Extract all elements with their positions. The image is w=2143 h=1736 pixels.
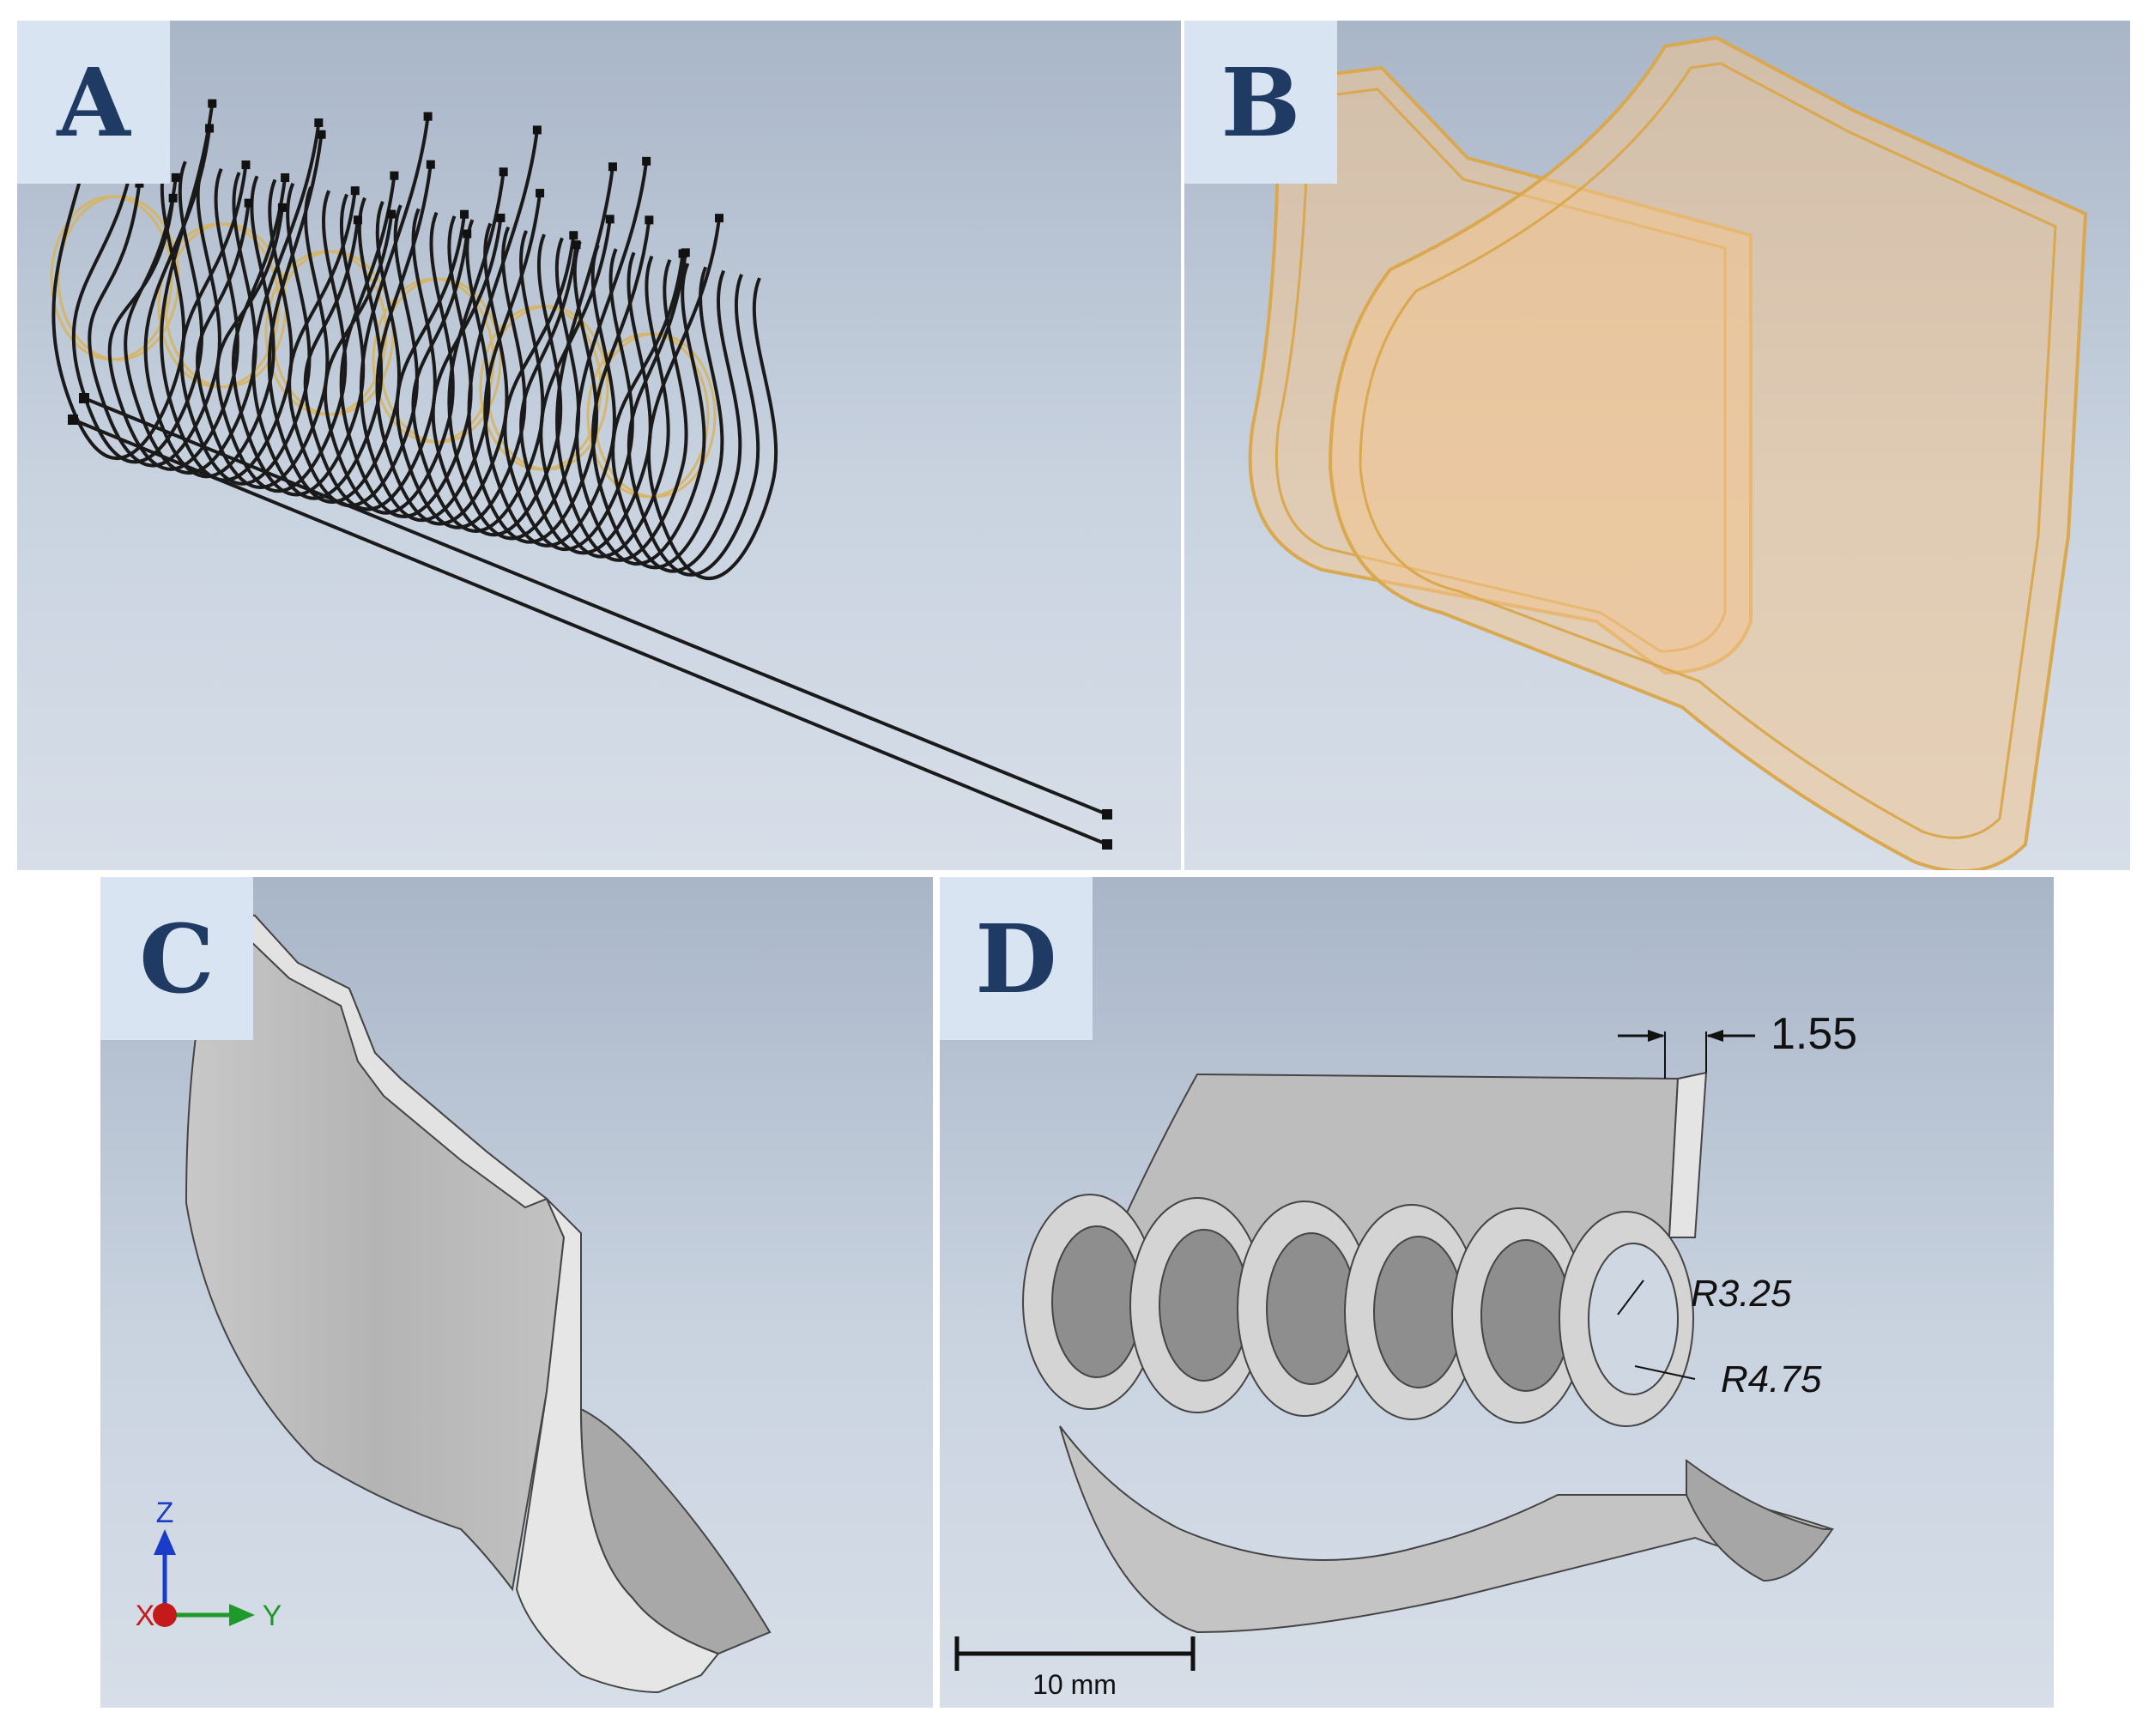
- spline-endpoint: [205, 124, 215, 133]
- x-axis-dot-icon: [153, 1603, 177, 1627]
- profile-spline: [195, 186, 330, 489]
- shell-with-rings-model: 1.55 R3.25 R4.75 10 mm: [954, 1009, 1857, 1700]
- profile-spline: [519, 244, 652, 555]
- solid-shell-model: Z X Y: [136, 910, 772, 1694]
- panel-a-label-box: A: [17, 21, 170, 184]
- inner-radius-dimension: R3.25: [1691, 1273, 1792, 1315]
- spline-endpoint: [569, 231, 578, 240]
- ring-bore: [1159, 1229, 1250, 1382]
- rail-endpoint: [1102, 809, 1112, 820]
- spline-endpoint: [353, 215, 362, 225]
- axis-triad: Z X Y: [136, 1497, 282, 1632]
- outer-radius-dimension: R4.75: [1721, 1358, 1822, 1400]
- scale-bar: 10 mm: [954, 1636, 1196, 1700]
- panel-c-label: C: [139, 903, 215, 1014]
- profile-spline: [375, 164, 509, 526]
- surface-front: [1328, 35, 2088, 870]
- lofted-surfaces: [1248, 35, 2088, 870]
- spline-endpoint: [171, 172, 180, 182]
- spline-endpoint: [608, 162, 617, 172]
- scale-bar-label: 10 mm: [1032, 1669, 1117, 1700]
- profile-spline: [231, 177, 366, 497]
- spline-wireframe: [50, 68, 1112, 850]
- profile-spline: [71, 136, 203, 464]
- panel-a-label: A: [57, 46, 130, 158]
- spline-endpoint: [605, 215, 614, 224]
- spline-endpoint: [208, 99, 217, 108]
- spline-endpoint: [642, 156, 651, 166]
- shell-top-edge: [218, 910, 548, 1209]
- spline-endpoint: [645, 215, 654, 225]
- rail-line: [72, 418, 1108, 846]
- rail-endpoint: [1102, 839, 1112, 850]
- panel-d-label: D: [975, 903, 1057, 1014]
- spline-endpoint: [572, 240, 581, 250]
- y-axis-label: Y: [263, 1600, 282, 1632]
- z-axis-arrow-icon: [154, 1529, 176, 1555]
- shell-body: [185, 910, 566, 1592]
- panel-a: A: [15, 19, 1183, 872]
- dimension-annotations: 1.55 R3.25 R4.75: [1617, 1009, 1857, 1400]
- z-axis-label: Z: [156, 1497, 174, 1529]
- back-wall-edge: [1668, 1071, 1708, 1238]
- spline-endpoint: [499, 167, 508, 177]
- spline-endpoint: [536, 189, 545, 198]
- ring-array: [1022, 1194, 1694, 1427]
- panel-b: B: [1183, 19, 2132, 872]
- panel-c: Z X Y C: [99, 875, 935, 1709]
- spline-endpoint: [460, 209, 469, 219]
- spline-endpoint: [350, 186, 360, 196]
- ring-bore: [1373, 1236, 1464, 1388]
- spline-endpoint: [426, 160, 435, 169]
- spline-endpoint: [387, 209, 397, 219]
- ring-bore: [1480, 1239, 1571, 1392]
- y-axis-arrow-icon: [229, 1604, 255, 1626]
- panel-d: 1.55 R3.25 R4.75 10 mm D: [938, 875, 2055, 1709]
- panel-c-label-box: C: [100, 877, 253, 1040]
- profile-spline: [303, 208, 437, 511]
- ring-bore: [1266, 1232, 1357, 1385]
- surface-front-inner: [1359, 62, 2057, 839]
- spline-endpoint: [496, 213, 505, 222]
- spline-endpoint: [532, 125, 542, 135]
- thickness-dimension: 1.55: [1771, 1009, 1857, 1059]
- rail-endpoint: [68, 414, 78, 425]
- spline-endpoint: [463, 229, 472, 239]
- spline-endpoint: [317, 130, 326, 139]
- x-axis-label: X: [136, 1600, 155, 1632]
- profile-splines: [51, 71, 778, 580]
- spline-endpoint: [168, 193, 178, 203]
- spline-endpoint: [715, 214, 723, 223]
- spline-endpoint: [281, 173, 290, 183]
- profile-spline: [591, 220, 724, 570]
- profile-spline: [411, 230, 545, 533]
- spline-endpoint: [244, 198, 253, 208]
- spline-endpoint: [314, 118, 324, 128]
- profile-spline: [646, 217, 778, 580]
- spline-endpoint: [423, 112, 433, 121]
- rail-line: [83, 396, 1108, 816]
- rail-lines: [72, 396, 1108, 846]
- shell-flap: [579, 1407, 772, 1655]
- profile-spline: [627, 252, 760, 577]
- profile-spline: [467, 130, 598, 544]
- rail-endpoint: [79, 393, 89, 403]
- spline-endpoint: [277, 203, 287, 212]
- panel-d-label-box: D: [940, 877, 1093, 1040]
- profile-spline: [483, 192, 616, 547]
- panel-b-label: B: [1220, 46, 1301, 158]
- spline-endpoint: [390, 171, 399, 180]
- spline-endpoint: [681, 248, 690, 257]
- ring-bore: [1588, 1243, 1679, 1395]
- panel-b-label-box: B: [1184, 21, 1337, 184]
- profile-spline: [575, 160, 706, 566]
- ring-bore: [1051, 1225, 1142, 1378]
- spline-endpoint: [241, 160, 251, 170]
- bottom-flap: [1686, 1459, 1834, 1582]
